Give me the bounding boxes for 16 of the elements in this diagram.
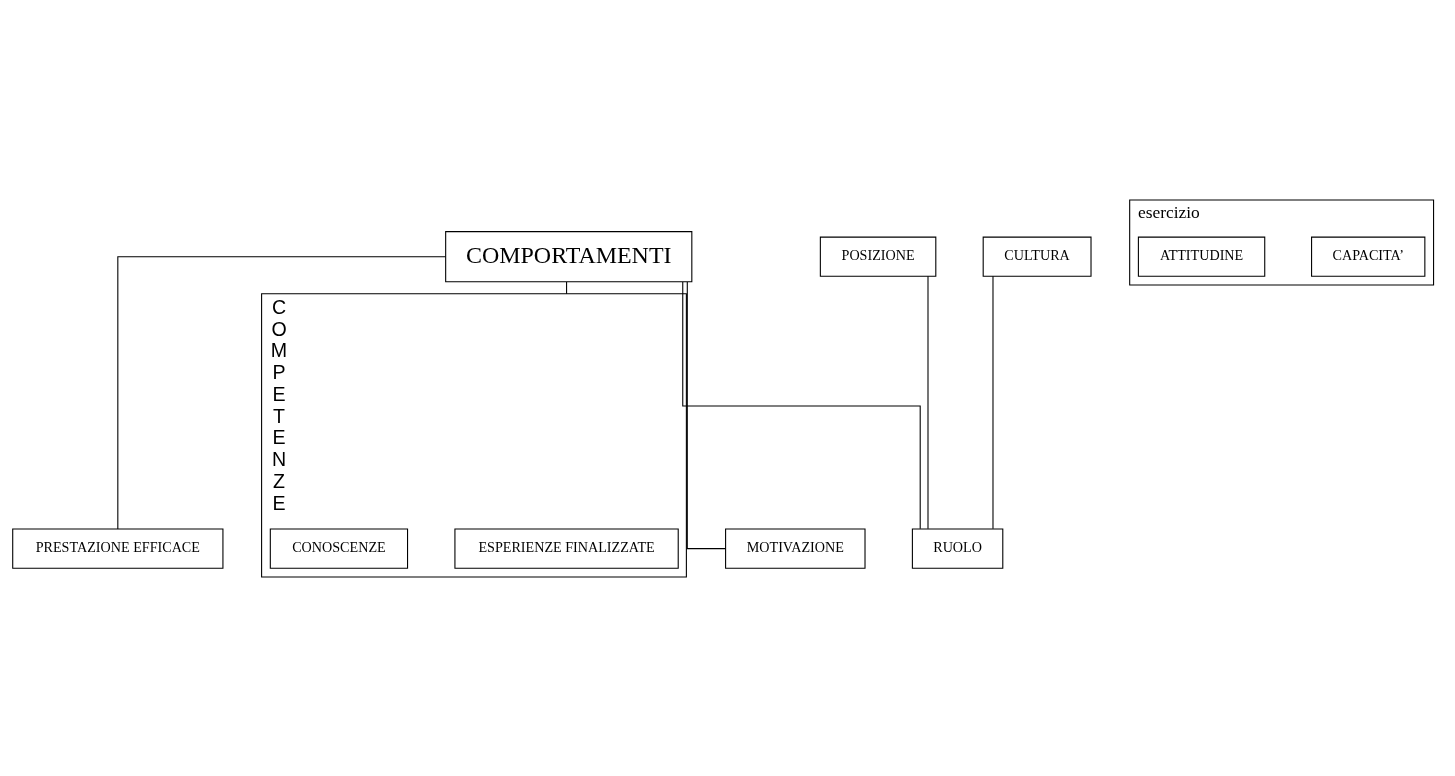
- connector: [992, 275, 994, 529]
- node-box: MOTIVAZIONE: [725, 527, 866, 569]
- node-box: POSIZIONE: [819, 236, 937, 277]
- node-box: ESPERIENZE FINALIZZATE: [454, 527, 679, 569]
- node-box: PRESTAZIONE EFFICACE: [12, 527, 224, 569]
- connector: [117, 255, 447, 530]
- node-box: CULTURA: [982, 236, 1092, 277]
- connector: [686, 281, 726, 549]
- node-box: CAPACITA’: [1311, 236, 1426, 277]
- connector: [566, 281, 568, 294]
- node-box: CONOSCENZE: [269, 527, 409, 569]
- connector: [682, 280, 921, 529]
- node-box: COMPORTAMENTI: [445, 230, 693, 282]
- node-box: RUOLO: [911, 527, 1004, 569]
- node-box: ATTITUDINE: [1137, 236, 1266, 277]
- connector: [927, 275, 929, 529]
